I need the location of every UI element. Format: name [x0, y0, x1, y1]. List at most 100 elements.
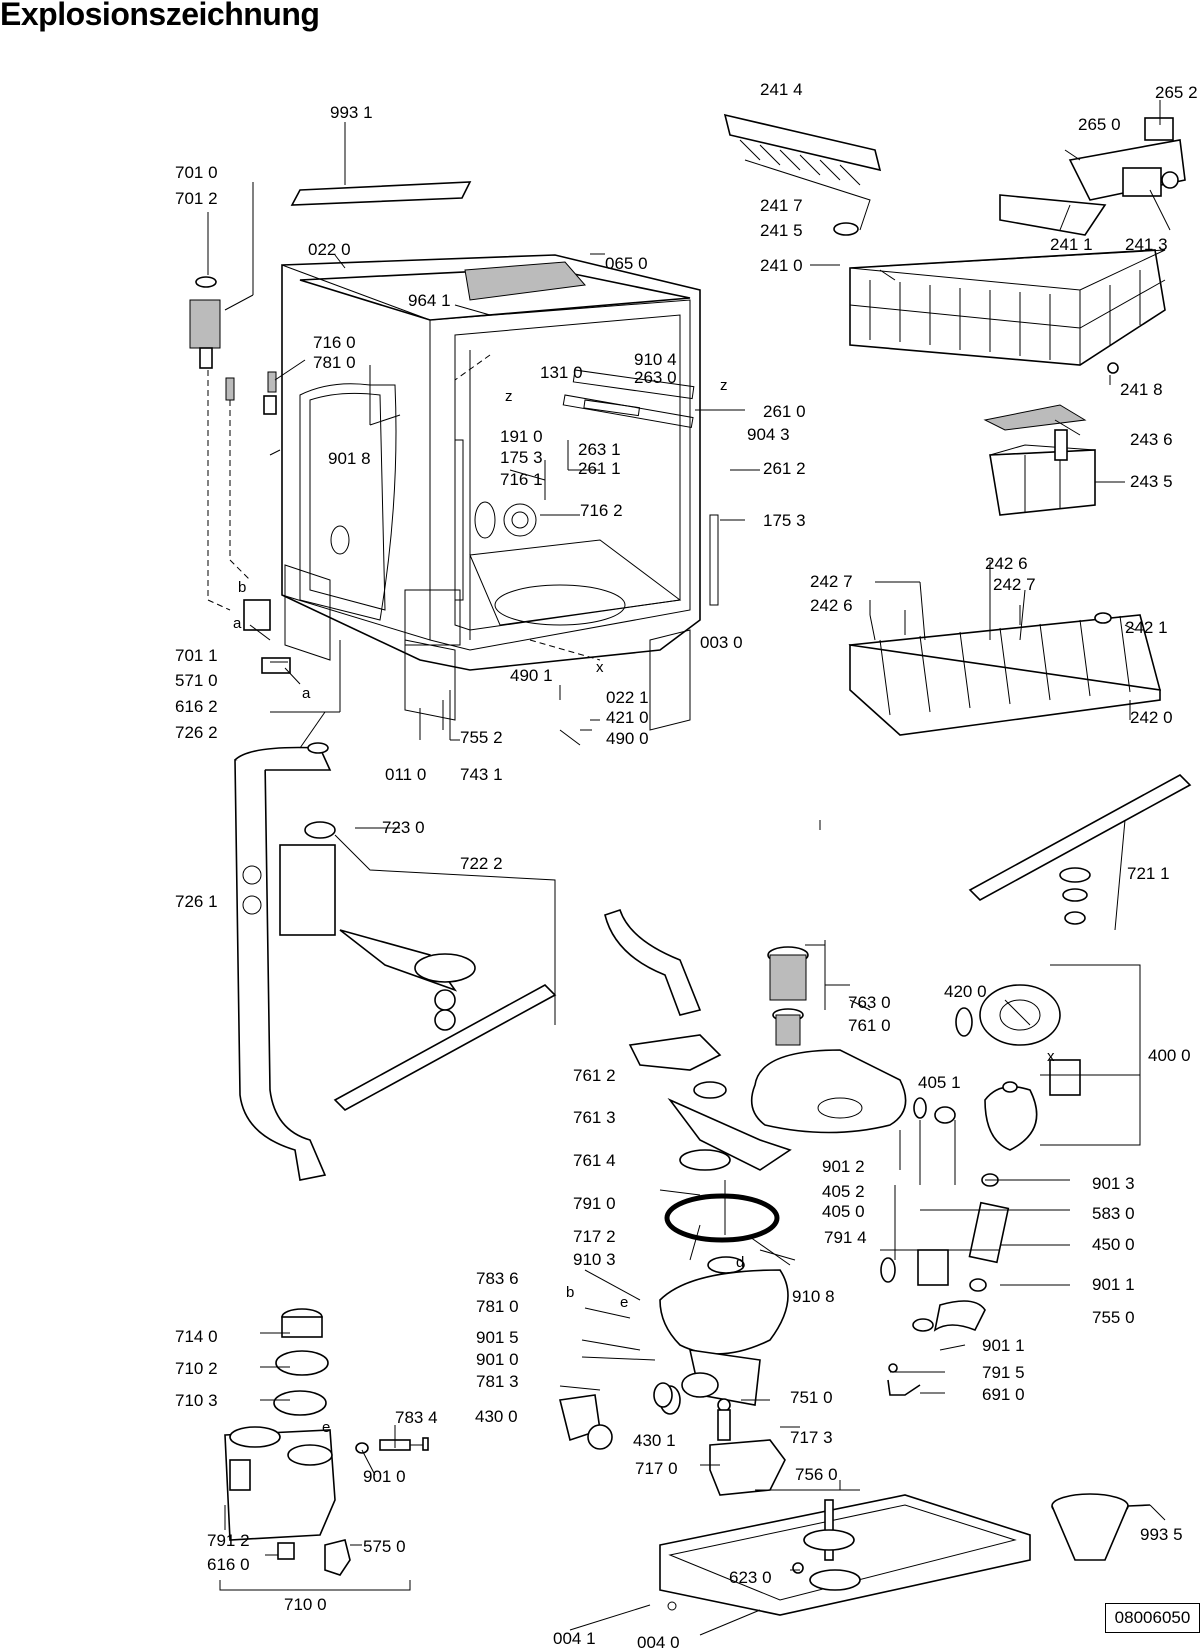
callout-791-2: 791 2	[207, 1531, 250, 1550]
callout-004-0: 004 0	[637, 1633, 680, 1652]
letter-marker-a2: a	[302, 685, 311, 702]
callout-616-0: 616 0	[207, 1555, 250, 1574]
callout-783-6: 783 6	[476, 1269, 519, 1288]
callout-726-2: 726 2	[175, 723, 218, 742]
callout-723-0: 723 0	[382, 818, 425, 837]
callout-901-0b: 901 0	[363, 1467, 406, 1486]
callout-901-0a: 901 0	[476, 1350, 519, 1369]
callout-430-0: 430 0	[475, 1407, 518, 1426]
callout-241-3: 241 3	[1125, 235, 1168, 254]
callout-003-0: 003 0	[700, 633, 743, 652]
drain-pump-part	[559, 1382, 786, 1496]
callout-243-5: 243 5	[1130, 472, 1173, 491]
lower-spray-arm-part	[279, 821, 557, 1111]
funnel-part	[1051, 1493, 1151, 1561]
callout-575-0: 575 0	[363, 1537, 406, 1556]
callout-717-3: 717 3	[790, 1428, 833, 1447]
callout-261-1: 261 1	[578, 459, 621, 478]
callout-791-0: 791 0	[573, 1194, 616, 1213]
callout-716-2: 716 2	[580, 501, 623, 520]
callout-265-0: 265 0	[1078, 115, 1121, 134]
callout-751-0: 751 0	[790, 1388, 833, 1407]
callout-717-2: 717 2	[573, 1227, 616, 1246]
callout-901-1a: 901 1	[1092, 1275, 1135, 1294]
callout-450-0: 450 0	[1092, 1235, 1135, 1254]
callout-490-0: 490 0	[606, 729, 649, 748]
callout-701-0: 701 0	[175, 163, 218, 182]
callout-263-0: 263 0	[634, 368, 677, 387]
callout-910-4: 910 4	[634, 350, 677, 369]
callout-710-3: 710 3	[175, 1391, 218, 1410]
callout-191-0: 191 0	[500, 427, 543, 446]
letter-marker-z1: z	[505, 388, 513, 405]
callout-241-7: 241 7	[760, 196, 803, 215]
callout-716-1: 716 1	[500, 470, 543, 489]
callout-910-3: 910 3	[573, 1250, 616, 1269]
document-number: 08006050	[1105, 1603, 1200, 1633]
letter-markers: z z x x a a b b d e e	[233, 377, 1055, 1436]
callout-430-1: 430 1	[633, 1431, 676, 1450]
callout-781-3: 781 3	[476, 1372, 519, 1391]
callout-583-0: 583 0	[1092, 1204, 1135, 1223]
drain-hose-part	[604, 908, 702, 1016]
callout-743-1: 743 1	[460, 765, 503, 784]
callout-241-8: 241 8	[1120, 380, 1163, 399]
cup-shelf-part	[999, 117, 1186, 236]
upper-spray-arm-part	[968, 774, 1192, 925]
callout-616-2: 616 2	[175, 697, 218, 716]
callout-710-0: 710 0	[284, 1595, 327, 1614]
callout-405-0: 405 0	[822, 1202, 865, 1221]
callout-714-0: 714 0	[175, 1327, 218, 1346]
callout-242-6b: 242 6	[810, 596, 853, 615]
callout-011-0: 011 0	[385, 765, 427, 784]
callout-756-0: 756 0	[795, 1465, 838, 1484]
callout-755-2: 755 2	[460, 728, 503, 747]
leader-lines	[224, 100, 1171, 1636]
callout-901-5: 901 5	[476, 1328, 519, 1347]
callout-405-2: 405 2	[822, 1182, 865, 1201]
callout-490-1: 490 1	[510, 666, 553, 685]
callout-420-0: 420 0	[944, 982, 987, 1001]
base-plate-part	[659, 1489, 1031, 1616]
callout-243-6: 243 6	[1130, 430, 1173, 449]
callout-131-0: 131 0	[540, 363, 583, 382]
callout-261-0: 261 0	[763, 402, 806, 421]
letter-marker-d: d	[736, 1254, 744, 1271]
decor-strip-part	[290, 181, 472, 206]
callout-716-0: 716 0	[313, 333, 356, 352]
cutlery-basket-part	[983, 404, 1096, 516]
callout-717-0: 717 0	[635, 1459, 678, 1478]
callout-964-1: 964 1	[408, 291, 451, 310]
callout-722-2: 722 2	[460, 854, 503, 873]
callout-004-1: 004 1	[553, 1629, 596, 1648]
callout-241-0: 241 0	[760, 256, 803, 275]
callout-993-5: 993 5	[1140, 1525, 1183, 1544]
callout-781-0b: 781 0	[476, 1297, 519, 1316]
callout-761-2: 761 2	[573, 1066, 616, 1085]
callout-242-7a: 242 7	[810, 572, 853, 591]
callout-691-0: 691 0	[982, 1385, 1025, 1404]
letter-marker-b1: b	[238, 579, 246, 596]
letter-marker-a1: a	[233, 615, 242, 632]
callout-261-2: 261 2	[763, 459, 806, 478]
callout-242-7b: 242 7	[993, 575, 1036, 594]
callout-175-3b: 175 3	[763, 511, 806, 530]
drawing-title: Explosionszeichnung	[0, 0, 320, 32]
callout-791-5: 791 5	[982, 1363, 1025, 1382]
callout-783-4: 783 4	[395, 1408, 438, 1427]
callout-022-0: 022 0	[308, 240, 351, 259]
callout-904-3: 904 3	[747, 425, 790, 444]
callout-701-1: 701 1	[175, 646, 218, 665]
circulation-tube-part	[234, 742, 332, 1181]
callout-721-1: 721 1	[1127, 864, 1170, 883]
filter-part	[628, 946, 907, 1274]
callout-263-1: 263 1	[578, 440, 621, 459]
callout-241-5: 241 5	[760, 221, 803, 240]
letter-marker-e1: e	[620, 1294, 628, 1311]
callout-241-4: 241 4	[760, 80, 803, 99]
tub-cabinet-part	[281, 254, 719, 731]
callout-910-8: 910 8	[792, 1287, 835, 1306]
letter-marker-b2: b	[566, 1284, 574, 1301]
